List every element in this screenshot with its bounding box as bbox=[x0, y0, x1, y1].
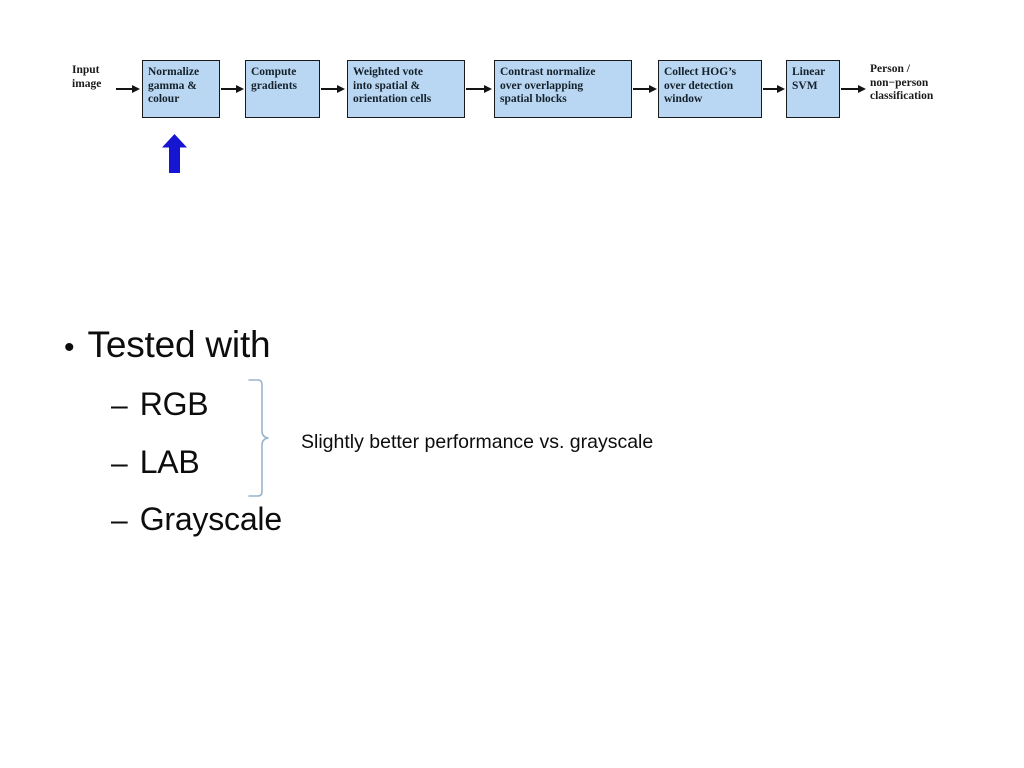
stage-box-linear-svm: Linear SVM bbox=[786, 60, 840, 118]
stage-line-1: Compute bbox=[251, 66, 297, 78]
stage-line-2: over overlapping bbox=[500, 79, 584, 92]
arrow-head bbox=[337, 85, 345, 93]
arrow-head bbox=[649, 85, 657, 93]
arrow-svm-to-output bbox=[841, 84, 866, 94]
dash-icon: – bbox=[111, 447, 128, 480]
input-label-line1: Input bbox=[72, 64, 100, 76]
arrow-contrast-to-collect-hogs bbox=[633, 84, 657, 94]
arrow-shaft bbox=[763, 88, 777, 90]
stage-box-compute-gradients: Compute gradients bbox=[245, 60, 320, 118]
stage-line-3: window bbox=[664, 93, 703, 106]
curly-brace-icon bbox=[247, 378, 273, 498]
stage-line-1: Weighted vote bbox=[353, 66, 423, 78]
annotation-text: Slightly better performance vs. grayscal… bbox=[301, 431, 654, 453]
arrow-input-to-normalize bbox=[116, 84, 140, 94]
blue-up-arrow-icon bbox=[160, 133, 190, 175]
arrow-weighted-vote-to-contrast bbox=[466, 84, 492, 94]
stage-line-3: colour bbox=[148, 93, 180, 106]
arrow-shaft bbox=[633, 88, 649, 90]
bullet-level2-label-lab: LAB bbox=[139, 444, 200, 480]
arrow-head bbox=[236, 85, 244, 93]
stage-line-2: gradients bbox=[251, 79, 297, 92]
diagram-output-label: Person / non−person classification bbox=[870, 63, 933, 104]
bullet-item-rgb: – RGB bbox=[111, 386, 209, 422]
arrow-head bbox=[777, 85, 785, 93]
output-label-line1: Person / bbox=[870, 63, 910, 75]
arrow-normalize-to-gradients bbox=[221, 84, 244, 94]
arrow-collect-hogs-to-svm bbox=[763, 84, 785, 94]
arrow-gradients-to-weighted-vote bbox=[321, 84, 345, 94]
stage-line-1: Normalize bbox=[148, 66, 200, 78]
arrow-head bbox=[858, 85, 866, 93]
bullet-level1-label: Tested with bbox=[87, 324, 271, 365]
stage-line-2: SVM bbox=[792, 79, 818, 92]
bullet-item-tested-with: • Tested with bbox=[64, 324, 271, 365]
bullet-item-grayscale: – Grayscale bbox=[111, 503, 282, 536]
bullet-level2-label-rgb: RGB bbox=[139, 386, 209, 422]
stage-box-normalize-gamma-colour: Normalize gamma & colour bbox=[142, 60, 220, 118]
bullet-level2-label-grayscale: Grayscale bbox=[139, 501, 282, 537]
stage-line-3: orientation cells bbox=[353, 93, 432, 106]
arrow-shaft bbox=[466, 88, 484, 90]
stage-line-3: spatial blocks bbox=[500, 93, 567, 106]
output-label-line2: non−person bbox=[870, 76, 929, 89]
bullet-item-lab: – LAB bbox=[111, 446, 200, 479]
arrow-shaft bbox=[841, 88, 858, 90]
stage-line-1: Contrast normalize bbox=[500, 66, 596, 78]
dash-icon: – bbox=[111, 504, 128, 537]
stage-box-collect-hogs: Collect HOG’s over detection window bbox=[658, 60, 762, 118]
stage-line-2: over detection bbox=[664, 79, 734, 92]
arrow-shaft bbox=[221, 88, 236, 90]
arrow-shaft bbox=[321, 88, 337, 90]
stage-line-1: Collect HOG’s bbox=[664, 66, 737, 78]
arrow-shaft bbox=[116, 88, 132, 90]
diagram-input-label: Input image bbox=[72, 64, 101, 91]
stage-line-2: into spatial & bbox=[353, 79, 421, 92]
input-label-line2: image bbox=[72, 77, 102, 90]
hog-pipeline-diagram: Input image Normalize gamma & colour Com… bbox=[0, 0, 1024, 190]
stage-line-1: Linear bbox=[792, 66, 826, 78]
arrow-head bbox=[132, 85, 140, 93]
stage-line-2: gamma & bbox=[148, 79, 197, 92]
output-label-line3: classification bbox=[870, 90, 934, 102]
arrow-head bbox=[484, 85, 492, 93]
stage-box-contrast-normalize: Contrast normalize over overlapping spat… bbox=[494, 60, 632, 118]
stage-box-weighted-vote: Weighted vote into spatial & orientation… bbox=[347, 60, 465, 118]
dash-icon: – bbox=[111, 389, 128, 422]
bullet-dot-icon: • bbox=[64, 331, 75, 364]
